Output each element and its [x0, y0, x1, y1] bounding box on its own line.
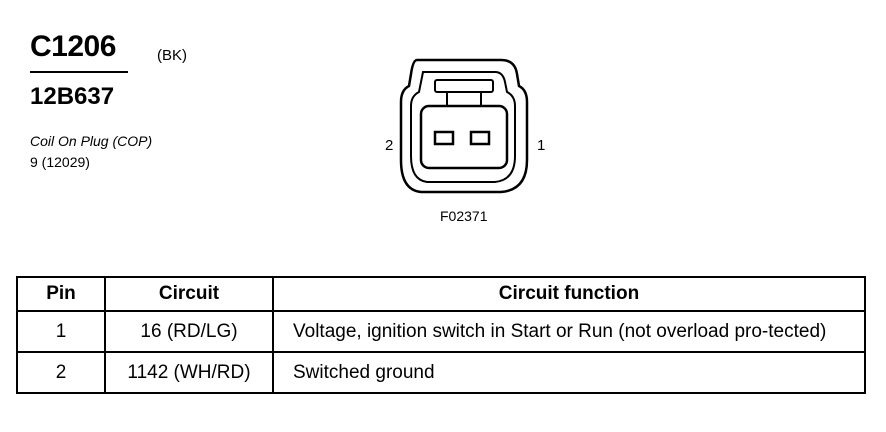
connector-description-sub: 9 (12029): [30, 154, 90, 170]
pin-1-terminal: [469, 130, 491, 146]
header-circuit: Circuit: [104, 276, 274, 312]
connector-latch: [434, 79, 494, 93]
table-row: 1 16 (RD/LG) Voltage, ignition switch in…: [16, 310, 866, 353]
title-underline: [30, 71, 128, 73]
table-row: 2 1142 (WH/RD) Switched ground: [16, 351, 866, 394]
cell-function: Switched ground: [272, 351, 866, 394]
header-pin: Pin: [16, 276, 106, 312]
connector-color-code: (BK): [157, 47, 187, 64]
cell-circuit: 1142 (WH/RD): [104, 351, 274, 394]
cell-pin: 1: [16, 310, 106, 353]
cell-circuit: 16 (RD/LG): [104, 310, 274, 353]
part-number: 12B637: [30, 83, 115, 110]
connector-description: Coil On Plug (COP): [30, 133, 153, 149]
connector-housing-inner: [410, 71, 516, 183]
figure-id: F02371: [440, 208, 488, 224]
cell-pin: 2: [16, 351, 106, 394]
pin-2-terminal: [433, 130, 455, 146]
connector-latch-tab: [446, 91, 482, 107]
connector-id: C1206: [30, 30, 116, 63]
pin-right-label: 1: [537, 137, 546, 154]
pinout-table: Pin Circuit Circuit function 1 16 (RD/LG…: [16, 276, 866, 394]
cell-function: Voltage, ignition switch in Start or Run…: [272, 310, 866, 353]
pin-left-label: 2: [385, 137, 394, 154]
header-function: Circuit function: [272, 276, 866, 312]
connector-face-diagram: [399, 58, 529, 194]
table-header-row: Pin Circuit Circuit function: [16, 276, 866, 312]
connector-housing-outer: [399, 58, 529, 194]
connector-cavity: [419, 104, 509, 170]
